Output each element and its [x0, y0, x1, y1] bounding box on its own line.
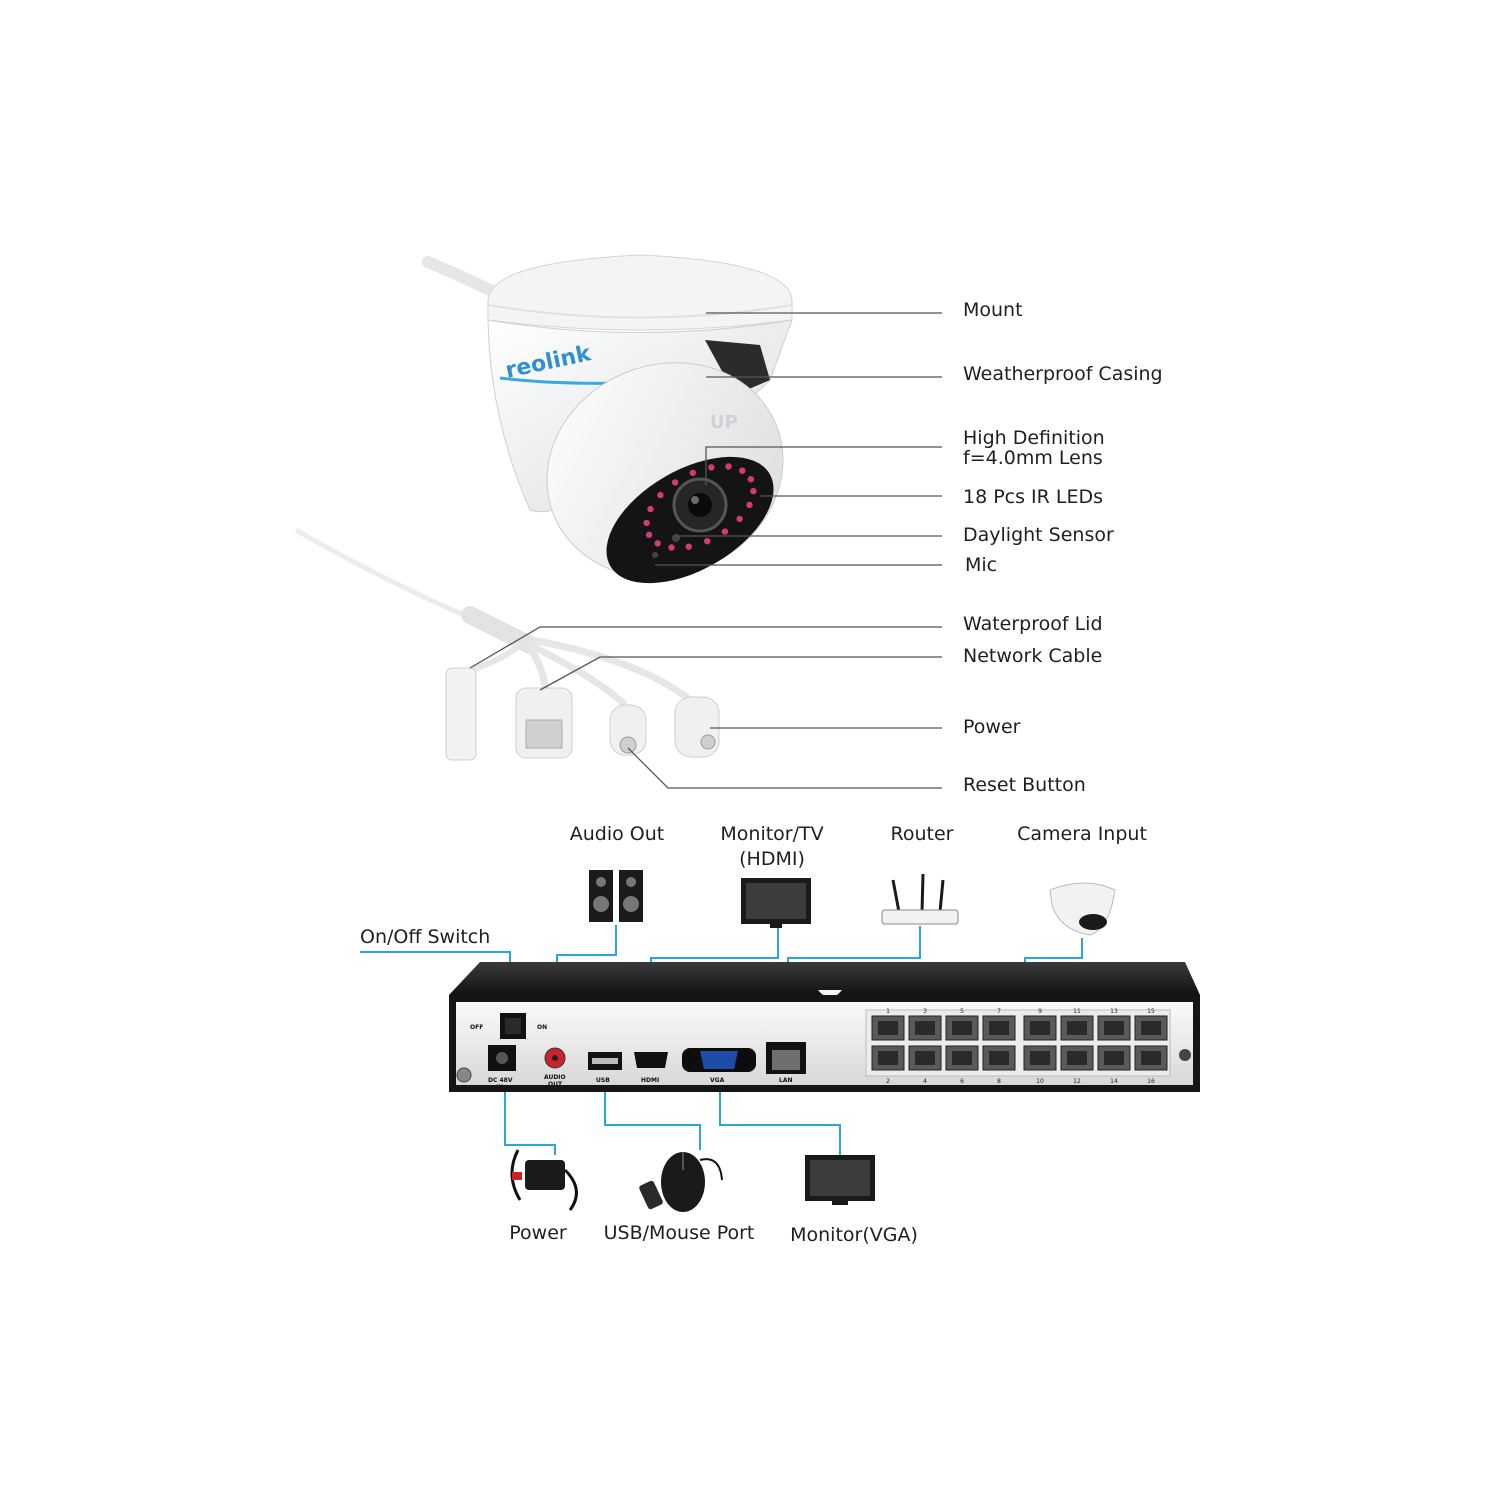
poe-port-number-top: 11	[1073, 1008, 1081, 1015]
ir-led	[750, 487, 757, 495]
ir-led	[643, 519, 650, 527]
ir-led	[668, 544, 675, 551]
label-usb-mouse-port: USB/Mouse Port	[603, 1222, 755, 1244]
poe-port-socket	[1104, 1021, 1124, 1035]
poe-port-number-top: 13	[1110, 1008, 1118, 1015]
panel-usb: USB	[596, 1077, 610, 1084]
poe-port-socket	[1067, 1051, 1087, 1065]
router-icon	[881, 873, 959, 925]
poe-port-socket	[989, 1021, 1009, 1035]
poe-port-number-top: 15	[1147, 1008, 1155, 1015]
ir-led	[746, 501, 753, 509]
panel-audio1: AUDIO	[544, 1074, 566, 1081]
ir-led	[721, 528, 729, 535]
poe-port-socket	[1104, 1051, 1124, 1065]
panel-audio2: OUT	[548, 1081, 563, 1088]
ir-led	[685, 543, 692, 550]
panel-dc-in: IN	[496, 1084, 503, 1091]
callout-casing: Weatherproof Casing	[963, 363, 1163, 385]
camera-up-mark: UP	[710, 412, 738, 433]
poe-port-number-top: 1	[886, 1008, 890, 1015]
speakers-icon	[589, 870, 643, 922]
poe-port-number-bottom: 12	[1073, 1078, 1081, 1085]
poe-port-number-bottom: 2	[886, 1078, 890, 1085]
ir-led	[739, 467, 746, 474]
callout-lens-line2: f=4.0mm Lens	[963, 447, 1103, 469]
poe-port-number-top: 5	[960, 1008, 964, 1015]
label-monitor-hdmi-line2: (HDMI)	[739, 848, 805, 870]
poe-port-socket	[878, 1021, 898, 1035]
poe-port-socket	[989, 1051, 1009, 1065]
ir-led	[654, 540, 661, 547]
poe-port-socket	[1141, 1021, 1161, 1035]
power-adapter-icon	[510, 1149, 578, 1211]
poe-port-number-bottom: 6	[960, 1078, 964, 1085]
callout-daylight-sensor: Daylight Sensor	[963, 524, 1114, 546]
ir-led	[704, 538, 711, 545]
camera-input-icon	[1049, 882, 1116, 936]
callout-mount: Mount	[963, 299, 1023, 321]
camera-illustration	[422, 254, 793, 584]
poe-port	[908, 1045, 942, 1071]
label-router: Router	[890, 823, 954, 845]
ir-led	[645, 531, 653, 538]
poe-port-number-bottom: 16	[1147, 1078, 1155, 1085]
ir-led-group	[643, 463, 757, 551]
poe-port-number-bottom: 4	[923, 1078, 927, 1085]
label-monitor-vga: Monitor(VGA)	[790, 1224, 918, 1246]
poe-port-socket	[952, 1021, 972, 1035]
callout-power: Power	[963, 716, 1021, 738]
callout-reset-button: Reset Button	[963, 774, 1086, 796]
panel-vga: VGA	[710, 1077, 725, 1084]
poe-port-socket	[952, 1051, 972, 1065]
label-audio-out: Audio Out	[569, 823, 665, 845]
panel-hdmi: HDMI	[641, 1077, 659, 1084]
callout-network-cable: Network Cable	[963, 645, 1103, 667]
panel-dc: DC 48V	[488, 1077, 513, 1084]
poe-port-socket	[915, 1051, 935, 1065]
ir-led	[747, 476, 755, 483]
panel-print: OFF ON DC 48V IN AUDIO OUT USB HDMI VGA …	[470, 1024, 793, 1091]
panel-on: ON	[537, 1024, 547, 1031]
callout-waterproof-lid: Waterproof Lid	[963, 613, 1103, 635]
poe-port-number-bottom: 10	[1036, 1078, 1044, 1085]
ir-led	[657, 491, 664, 499]
hdmi-monitor-icon	[741, 878, 811, 928]
poe-port	[871, 1045, 905, 1071]
callout-lens-line1: High Definition	[963, 427, 1105, 449]
poe-port-socket	[878, 1051, 898, 1065]
ir-led	[689, 469, 696, 476]
vga-monitor-icon	[805, 1155, 875, 1205]
ir-led	[671, 479, 679, 486]
label-monitor-hdmi-line1: Monitor/TV	[720, 823, 824, 845]
poe-port-number-bottom: 8	[997, 1078, 1001, 1085]
poe-port-socket	[1141, 1051, 1161, 1065]
label-power-adapter: Power	[509, 1222, 567, 1244]
callout-mic: Mic	[965, 554, 998, 576]
poe-port-number-top: 7	[997, 1008, 1001, 1015]
ir-led	[647, 505, 654, 513]
panel-lan: LAN	[779, 1077, 793, 1084]
poe-port-socket	[1030, 1051, 1050, 1065]
nvr-unit	[449, 962, 1200, 1092]
poe-port-number-bottom: 14	[1110, 1078, 1118, 1085]
ir-led	[736, 515, 743, 523]
poe-port-number-top: 9	[1038, 1008, 1042, 1015]
ir-led	[708, 464, 715, 471]
camera-cables	[294, 527, 720, 761]
poe-port-number-top: 3	[923, 1008, 927, 1015]
camera-callout-lines	[469, 312, 942, 789]
poe-port-socket	[1030, 1021, 1050, 1035]
mouse-icon	[639, 1152, 723, 1212]
label-on-off-switch: On/Off Switch	[360, 926, 491, 948]
ir-led	[725, 463, 732, 470]
poe-port-socket	[1067, 1021, 1087, 1035]
label-camera-input: Camera Input	[1017, 823, 1147, 845]
poe-port-socket	[915, 1021, 935, 1035]
callout-ir-leds: 18 Pcs IR LEDs	[963, 486, 1104, 508]
panel-off: OFF	[470, 1024, 483, 1031]
